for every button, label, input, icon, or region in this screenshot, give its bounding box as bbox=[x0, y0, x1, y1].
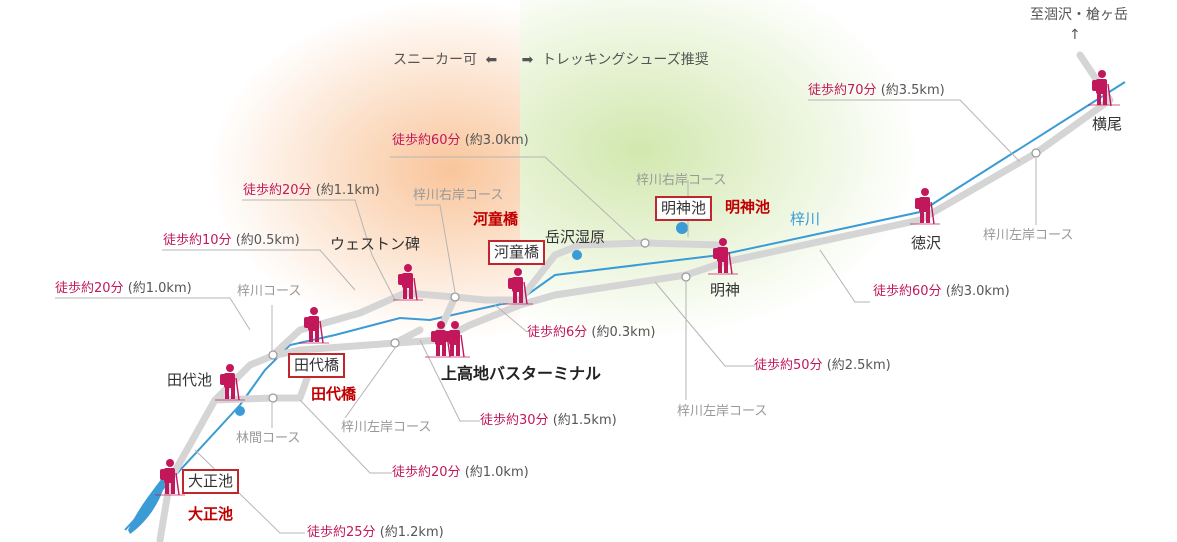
boxed-taishoike: 大正池 bbox=[182, 469, 240, 494]
walk-time: 徒歩約60分 bbox=[392, 133, 461, 148]
course-rinkan: 林間コース bbox=[236, 431, 301, 446]
boxed-myojinike: 明神池 bbox=[655, 196, 713, 221]
boxed-tashirobashi: 田代橋 bbox=[288, 353, 346, 378]
walk-distance: (約1.2km) bbox=[379, 525, 444, 540]
walk-time: 徒歩約6分 bbox=[527, 325, 588, 340]
walk-distance: (約2.5km) bbox=[826, 358, 891, 373]
azusa-river bbox=[124, 81, 1126, 531]
walk-distance: (約1.5km) bbox=[552, 413, 617, 428]
walk-time-label: 徒歩約50分 (約2.5km) bbox=[754, 359, 891, 372]
walk-time: 徒歩約30分 bbox=[480, 413, 549, 428]
place-tokusawa: 徳沢 bbox=[911, 234, 942, 252]
walk-distance: (約1.0km) bbox=[127, 281, 192, 296]
walk-distance: (約0.3km) bbox=[591, 325, 656, 340]
waypoint-icon bbox=[390, 338, 400, 348]
course-azusa-left: 梓川左岸コース bbox=[983, 228, 1074, 243]
walk-time-label: 徒歩約6分 (約0.3km) bbox=[527, 326, 655, 339]
course-azusa-left: 梓川左岸コース bbox=[341, 420, 432, 435]
walk-time-label: 徒歩約20分 (約1.0km) bbox=[55, 282, 192, 295]
walk-distance: (約3.0km) bbox=[945, 284, 1010, 299]
walk-time-label: 徒歩約20分 (約1.1km) bbox=[243, 184, 380, 197]
walk-time-label: 徒歩約30分 (約1.5km) bbox=[480, 414, 617, 427]
course-azusa: 梓川コース bbox=[237, 284, 302, 299]
walk-distance: (約1.0km) bbox=[464, 465, 529, 480]
sneaker-ok-label: スニーカー可 bbox=[393, 52, 477, 68]
arrow-right-icon: ➡ bbox=[521, 52, 534, 68]
river-label: 梓川 bbox=[790, 210, 821, 228]
red-taishoike: 大正池 bbox=[188, 505, 234, 523]
waypoint-icon bbox=[1031, 148, 1041, 158]
pond-icon bbox=[572, 250, 582, 260]
walk-time-label: 徒歩約20分 (約1.0km) bbox=[392, 466, 529, 479]
pond-icon bbox=[128, 470, 168, 534]
walk-time: 徒歩約10分 bbox=[163, 233, 232, 248]
walk-time-label: 徒歩約10分 (約0.5km) bbox=[163, 234, 300, 247]
waypoint-icon bbox=[640, 238, 650, 248]
arrow-up-icon: ↑ bbox=[1069, 27, 1081, 43]
walk-time-label: 徒歩約60分 (約3.0km) bbox=[392, 134, 529, 147]
walk-time-label: 徒歩約25分 (約1.2km) bbox=[307, 526, 444, 539]
place-yokoo: 横尾 bbox=[1092, 115, 1123, 133]
walk-distance: (約0.5km) bbox=[235, 233, 300, 248]
place-tashiroike: 田代池 bbox=[167, 371, 213, 389]
waypoint-icon bbox=[268, 350, 278, 360]
waypoint-icon bbox=[450, 292, 460, 302]
walk-time: 徒歩約20分 bbox=[243, 183, 312, 198]
walk-time: 徒歩約25分 bbox=[307, 525, 376, 540]
waypoint-icon bbox=[681, 272, 691, 282]
place-bus-terminal: 上高地バスターミナル bbox=[441, 364, 602, 383]
red-kappabashi: 河童橋 bbox=[473, 210, 519, 228]
pond-icon bbox=[676, 222, 688, 234]
place-dakesawa: 岳沢湿原 bbox=[545, 228, 606, 246]
walk-distance: (約1.1km) bbox=[315, 183, 380, 198]
walk-time: 徒歩約20分 bbox=[55, 281, 124, 296]
walk-time: 徒歩約60分 bbox=[873, 284, 942, 299]
place-weston: ウェストン碑 bbox=[330, 235, 421, 253]
shoe-note: スニーカー可 ⬅ ➡ トレッキングシューズ推奨 bbox=[393, 53, 709, 67]
place-myojin: 明神 bbox=[710, 281, 741, 299]
pond-icon bbox=[235, 406, 245, 416]
course-azusa-left: 梓川左岸コース bbox=[677, 404, 768, 419]
walk-time-label: 徒歩約60分 (約3.0km) bbox=[873, 285, 1010, 298]
arrow-left-icon: ⬅ bbox=[485, 52, 498, 68]
sneaker-zone bbox=[210, 0, 520, 340]
walk-time: 徒歩約50分 bbox=[754, 358, 823, 373]
trekking-shoes-label: トレッキングシューズ推奨 bbox=[541, 52, 709, 68]
red-tashirobashi: 田代橋 bbox=[311, 385, 357, 403]
walk-distance: (約3.5km) bbox=[880, 83, 945, 98]
course-azusa-right: 梓川右岸コース bbox=[636, 173, 727, 188]
walk-distance: (約3.0km) bbox=[464, 133, 529, 148]
waypoint-icon bbox=[268, 393, 278, 403]
red-myojinike: 明神池 bbox=[725, 198, 771, 216]
walk-time: 徒歩約70分 bbox=[808, 83, 877, 98]
walk-time-label: 徒歩約70分 (約3.5km) bbox=[808, 84, 945, 97]
course-azusa-right: 梓川右岸コース bbox=[413, 188, 504, 203]
boxed-kappabashi: 河童橋 bbox=[488, 240, 546, 265]
walk-time: 徒歩約20分 bbox=[392, 465, 461, 480]
trekking-zone bbox=[520, 0, 920, 340]
direction-label: 至涸沢・槍ヶ岳 bbox=[1030, 7, 1128, 23]
